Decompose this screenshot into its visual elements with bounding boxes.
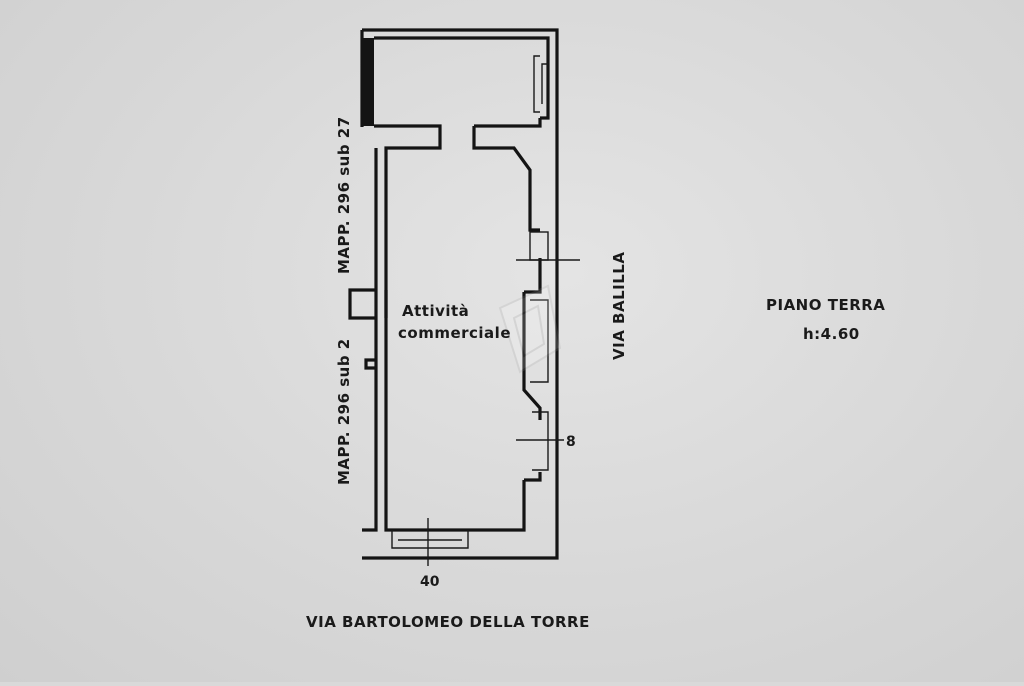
floor-label: PIANO TERRA: [766, 296, 885, 314]
bottom-street-label: VIA BARTOLOMEO DELLA TORRE: [306, 613, 590, 631]
shop-walls: [348, 126, 549, 549]
right-number: 8: [566, 434, 576, 450]
height-label: h:4.60: [803, 325, 860, 343]
upper-room: [374, 36, 550, 160]
room-label-line2: commerciale: [398, 324, 511, 342]
bottom-number: 40: [420, 574, 440, 590]
watermark-logo: [498, 284, 562, 374]
section-marks: [427, 259, 580, 566]
outer-walls: [360, 28, 559, 560]
right-street-label: VIA BALILLA: [610, 252, 628, 360]
left-label-top: MAPP. 296 sub 27: [335, 116, 353, 274]
left-label-bottom: MAPP. 296 sub 2: [335, 338, 353, 485]
room-label-line1: Attività: [402, 302, 469, 320]
